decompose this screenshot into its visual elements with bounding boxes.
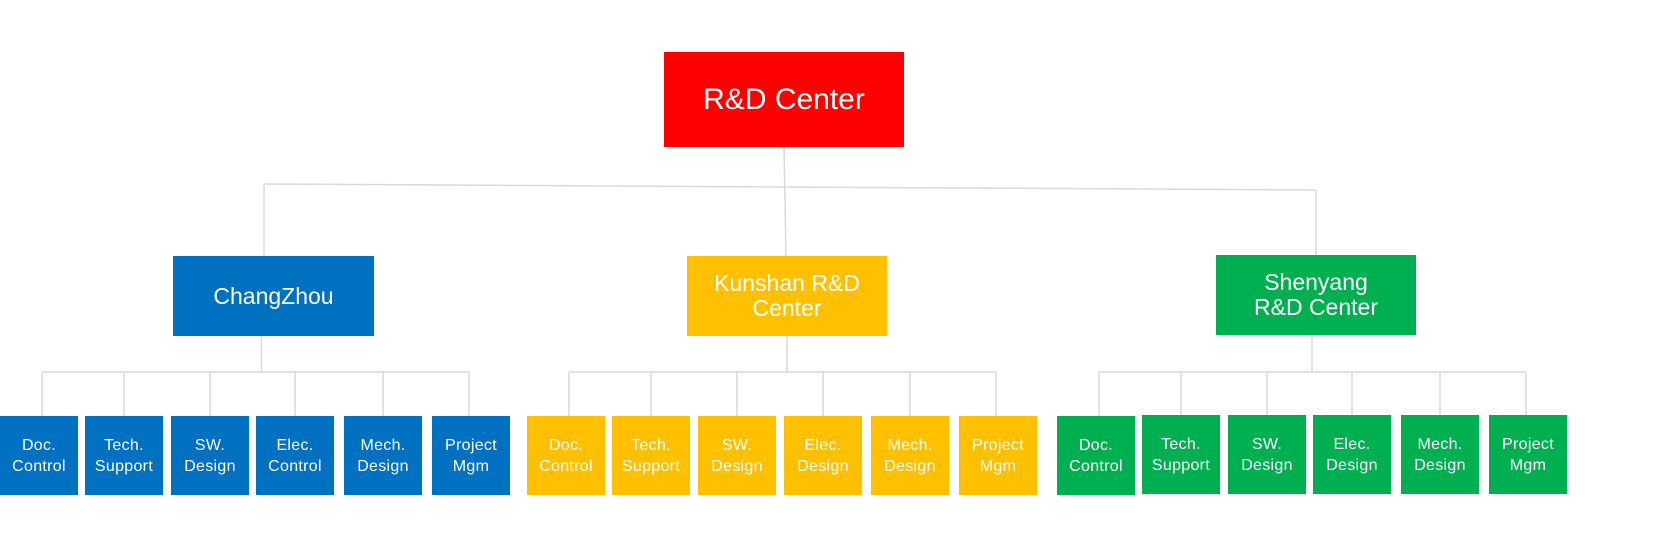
connector-root-bus xyxy=(263,183,1317,191)
connector-root-stem xyxy=(783,146,787,257)
dept-label: Doc. Control xyxy=(1069,436,1123,475)
dept-node-changzhou-doc-control: Doc. Control xyxy=(0,416,78,495)
dept-label: Tech. Support xyxy=(621,436,681,475)
dept-node-changzhou-mech-design: Mech. Design xyxy=(344,416,422,495)
dept-node-changzhou-tech-support: Tech. Support xyxy=(85,416,163,495)
dept-node-kunshan-doc-control: Doc. Control xyxy=(527,416,605,495)
dept-label: Doc. Control xyxy=(12,436,66,475)
dept-label: Tech. Support xyxy=(1151,435,1211,474)
dept-label: Doc. Control xyxy=(539,436,593,475)
branch-node-changzhou: ChangZhou xyxy=(173,256,374,336)
dept-label: Project Mgm xyxy=(1502,435,1554,474)
branch-node-label: Shenyang R&D Center xyxy=(1254,269,1378,320)
root-node-rd-center: R&D Center xyxy=(664,52,904,147)
dept-label: Elec. Control xyxy=(268,436,322,475)
dept-node-changzhou-sw-design: SW. Design xyxy=(171,416,249,495)
dept-node-shenyang-project-mgm: Project Mgm xyxy=(1489,415,1567,494)
branch-node-label: ChangZhou xyxy=(213,282,334,309)
dept-label: Mech. Design xyxy=(884,436,936,475)
dept-node-kunshan-mech-design: Mech. Design xyxy=(871,416,949,495)
dept-label: Mech. Design xyxy=(1414,435,1466,474)
dept-label: SW. Design xyxy=(711,436,763,475)
dept-label: Project Mgm xyxy=(972,436,1024,475)
dept-label: Mech. Design xyxy=(357,436,409,475)
dept-node-kunshan-project-mgm: Project Mgm xyxy=(959,416,1037,495)
dept-node-shenyang-sw-design: SW. Design xyxy=(1228,415,1306,494)
dept-node-shenyang-doc-control: Doc. Control xyxy=(1057,416,1135,495)
branch-node-shenyang: Shenyang R&D Center xyxy=(1216,255,1416,335)
dept-node-changzhou-project-mgm: Project Mgm xyxy=(432,416,510,495)
branch-node-kunshan: Kunshan R&D Center xyxy=(687,256,887,336)
root-node-label: R&D Center xyxy=(703,82,865,116)
dept-label: Project Mgm xyxy=(445,436,497,475)
dept-node-changzhou-elec-control: Elec. Control xyxy=(256,416,334,495)
dept-label: Elec. Design xyxy=(797,436,849,475)
branch-node-label: Kunshan R&D Center xyxy=(714,270,860,321)
dept-label: SW. Design xyxy=(184,436,236,475)
dept-node-kunshan-elec-design: Elec. Design xyxy=(784,416,862,495)
dept-label: Elec. Design xyxy=(1326,435,1378,474)
dept-node-kunshan-tech-support: Tech. Support xyxy=(612,416,690,495)
dept-node-shenyang-tech-support: Tech. Support xyxy=(1142,415,1220,494)
dept-node-kunshan-sw-design: SW. Design xyxy=(698,416,776,495)
dept-label: SW. Design xyxy=(1241,435,1293,474)
dept-node-shenyang-mech-design: Mech. Design xyxy=(1401,415,1479,494)
dept-node-shenyang-elec-design: Elec. Design xyxy=(1313,415,1391,494)
dept-label: Tech. Support xyxy=(94,436,154,475)
